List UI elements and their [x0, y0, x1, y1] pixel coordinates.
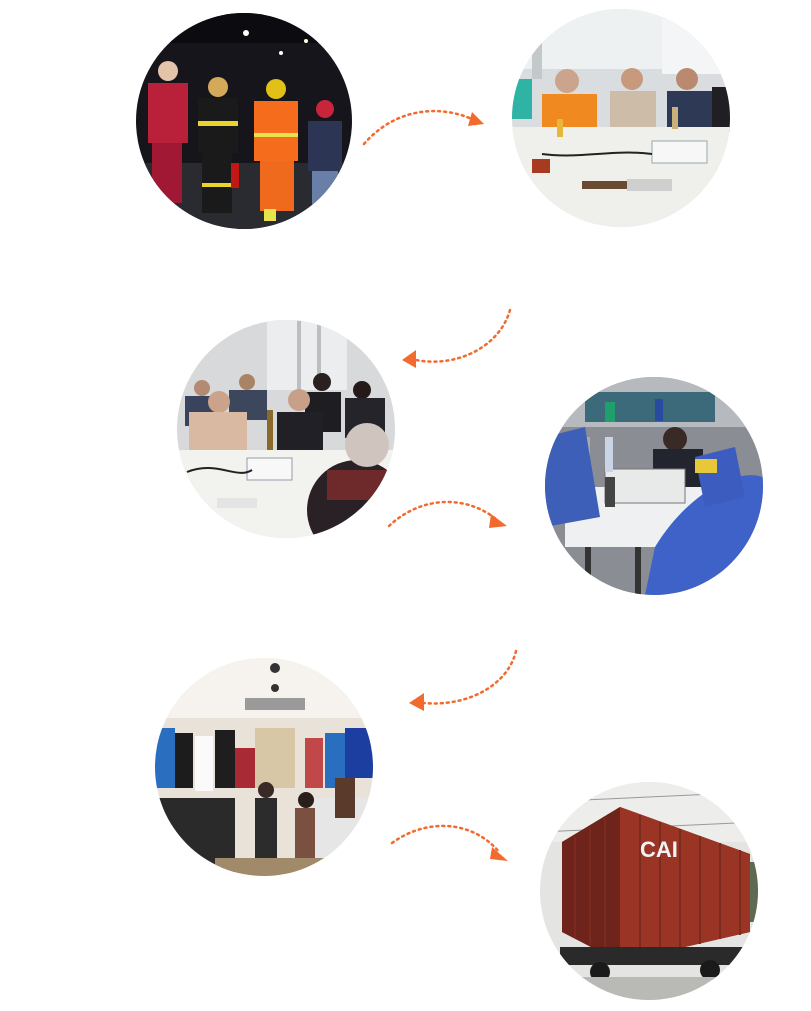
arrow-down-left-icon [402, 308, 512, 368]
arrow-down-left-icon [409, 649, 518, 711]
container-logo-text: CAI [640, 837, 678, 862]
discussion-photo [177, 320, 395, 538]
arrow-right-icon [390, 824, 508, 861]
runway-photo [136, 13, 352, 229]
store-photo [155, 658, 373, 876]
meeting-photo [512, 9, 730, 227]
sewing-photo [545, 377, 763, 595]
container-photo: CAI [540, 782, 758, 1000]
arrow-right-icon [362, 109, 484, 146]
arrow-right-icon [387, 500, 507, 528]
